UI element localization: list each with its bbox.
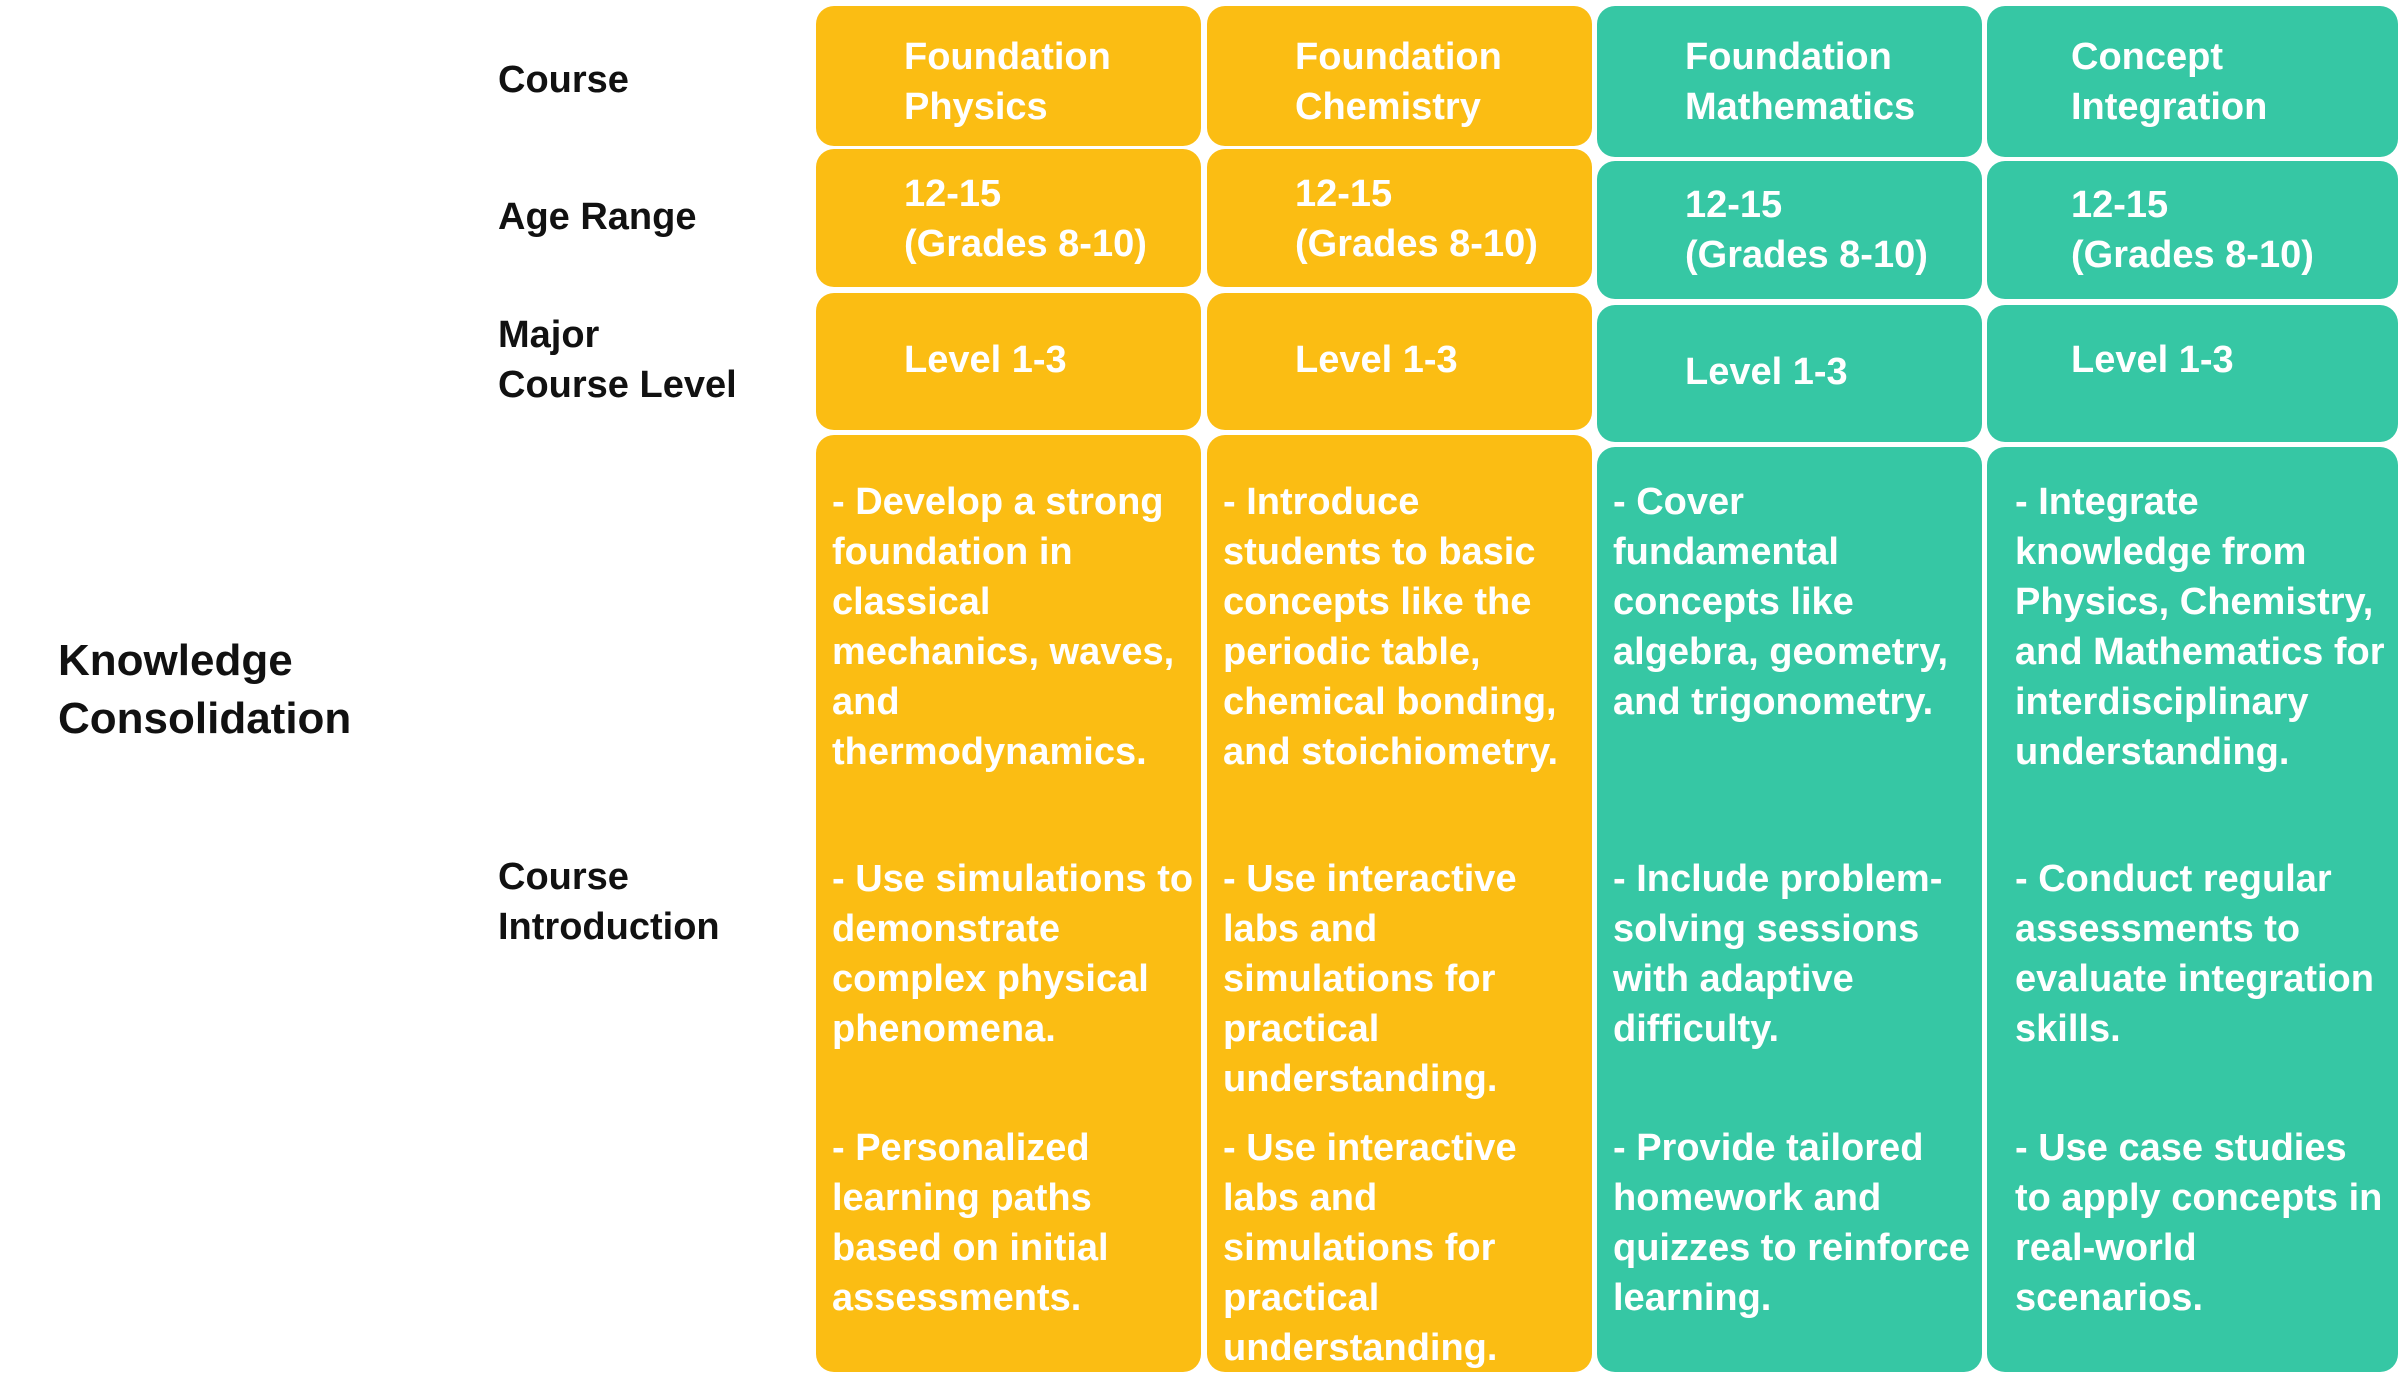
course-cell-chemistry: Foundation Chemistry [1207,6,1592,146]
age-range-value: 12-15 (Grades 8-10) [2071,184,2314,276]
intro-point: - Provide tailored homework and quizzes … [1613,1127,1970,1319]
intro-point: - Use case studies to apply concepts in … [2015,1127,2383,1319]
intro-point: - Use simulations to demonstrate complex… [832,858,1194,1050]
intro-point: - Use interactive labs and simulations f… [1223,1127,1517,1369]
row-label-age-range: Age Range [498,196,697,238]
course-cell-physics: Foundation Physics [816,6,1201,146]
section-title: Knowledge Consolidation [58,636,352,743]
level-value: Level 1-3 [904,339,1067,381]
intro-point: - Include problem-solving sessions with … [1613,858,1943,1050]
age-range-value: 12-15 (Grades 8-10) [1295,173,1538,265]
row-label-course-introduction: Course Introduction [498,856,720,948]
intro-cell-physics: - Develop a strong foundation in classic… [816,435,1201,1372]
intro-point: - Cover fundamental concepts like algebr… [1613,481,1949,723]
age-range-cell-integration: 12-15 (Grades 8-10) [1987,161,2398,299]
course-cell-mathematics: Foundation Mathematics [1597,6,1982,157]
age-range-value: 12-15 (Grades 8-10) [1685,184,1928,276]
course-name: Concept Integration [2071,36,2268,128]
intro-point: - Integrate knowledge from Physics, Chem… [2015,481,2385,773]
intro-cell-chemistry: - Introduce students to basic concepts l… [1207,435,1592,1372]
level-cell-integration: Level 1-3 [1987,305,2398,442]
course-cell-integration: Concept Integration [1987,6,2398,157]
course-name: Foundation Physics [904,36,1111,128]
intro-cell-integration: - Integrate knowledge from Physics, Chem… [1987,447,2398,1372]
age-range-cell-mathematics: 12-15 (Grades 8-10) [1597,161,1982,299]
intro-cell-mathematics: - Cover fundamental concepts like algebr… [1597,447,1982,1372]
intro-point: - Introduce students to basic concepts l… [1223,481,1559,773]
level-cell-mathematics: Level 1-3 [1597,305,1982,442]
level-cell-physics: Level 1-3 [816,293,1201,430]
intro-point: - Personalized learning paths based on i… [832,1127,1109,1319]
level-value: Level 1-3 [2071,339,2234,381]
age-range-cell-chemistry: 12-15 (Grades 8-10) [1207,149,1592,287]
intro-point: - Conduct regular assessments to evaluat… [2015,858,2374,1050]
level-value: Level 1-3 [1295,339,1458,381]
course-name: Foundation Mathematics [1685,36,1916,128]
intro-point: - Develop a strong foundation in classic… [832,481,1175,773]
level-cell-chemistry: Level 1-3 [1207,293,1592,430]
age-range-value: 12-15 (Grades 8-10) [904,173,1147,265]
row-label-course: Course [498,59,629,101]
level-value: Level 1-3 [1685,351,1848,393]
intro-point: - Use interactive labs and simulations f… [1223,858,1517,1100]
row-label-major-course-level: Major Course Level [498,314,737,406]
age-range-cell-physics: 12-15 (Grades 8-10) [816,149,1201,287]
course-name: Foundation Chemistry [1295,36,1502,128]
